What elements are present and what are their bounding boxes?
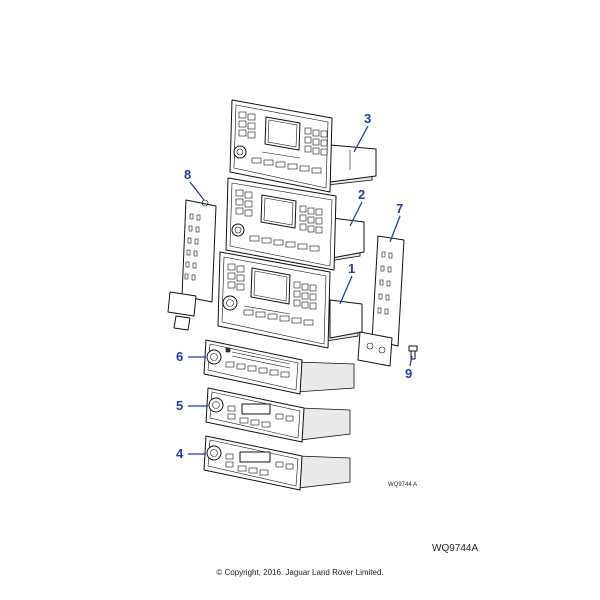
head-unit-4 bbox=[203, 435, 351, 491]
bracket-8 bbox=[167, 199, 217, 331]
callout-4: 4 bbox=[176, 446, 184, 461]
leader-lines bbox=[188, 125, 413, 455]
inner-reference-label: WQ9744 A bbox=[388, 482, 418, 488]
callout-7: 7 bbox=[396, 201, 403, 216]
callout-8: 8 bbox=[184, 167, 191, 182]
callout-3: 3 bbox=[364, 111, 371, 126]
callout-2: 2 bbox=[358, 187, 365, 202]
screw-9 bbox=[408, 345, 418, 360]
callout-9: 9 bbox=[405, 366, 412, 381]
callout-5: 5 bbox=[176, 398, 183, 413]
head-unit-5 bbox=[205, 387, 351, 443]
head-unit-2 bbox=[225, 177, 365, 271]
head-unit-3 bbox=[229, 99, 377, 193]
copyright-notice: © Copyright, 2016. Jaguar Land Rover Lim… bbox=[216, 568, 384, 577]
reference-code: WQ9744A bbox=[432, 543, 479, 554]
callout-1: 1 bbox=[348, 261, 355, 276]
head-unit-6 bbox=[203, 339, 355, 395]
bracket-7 bbox=[357, 235, 405, 367]
callout-labels: 3 2 1 8 7 6 5 4 9 bbox=[176, 111, 412, 461]
head-unit-1 bbox=[217, 251, 363, 349]
callout-6: 6 bbox=[176, 349, 183, 364]
